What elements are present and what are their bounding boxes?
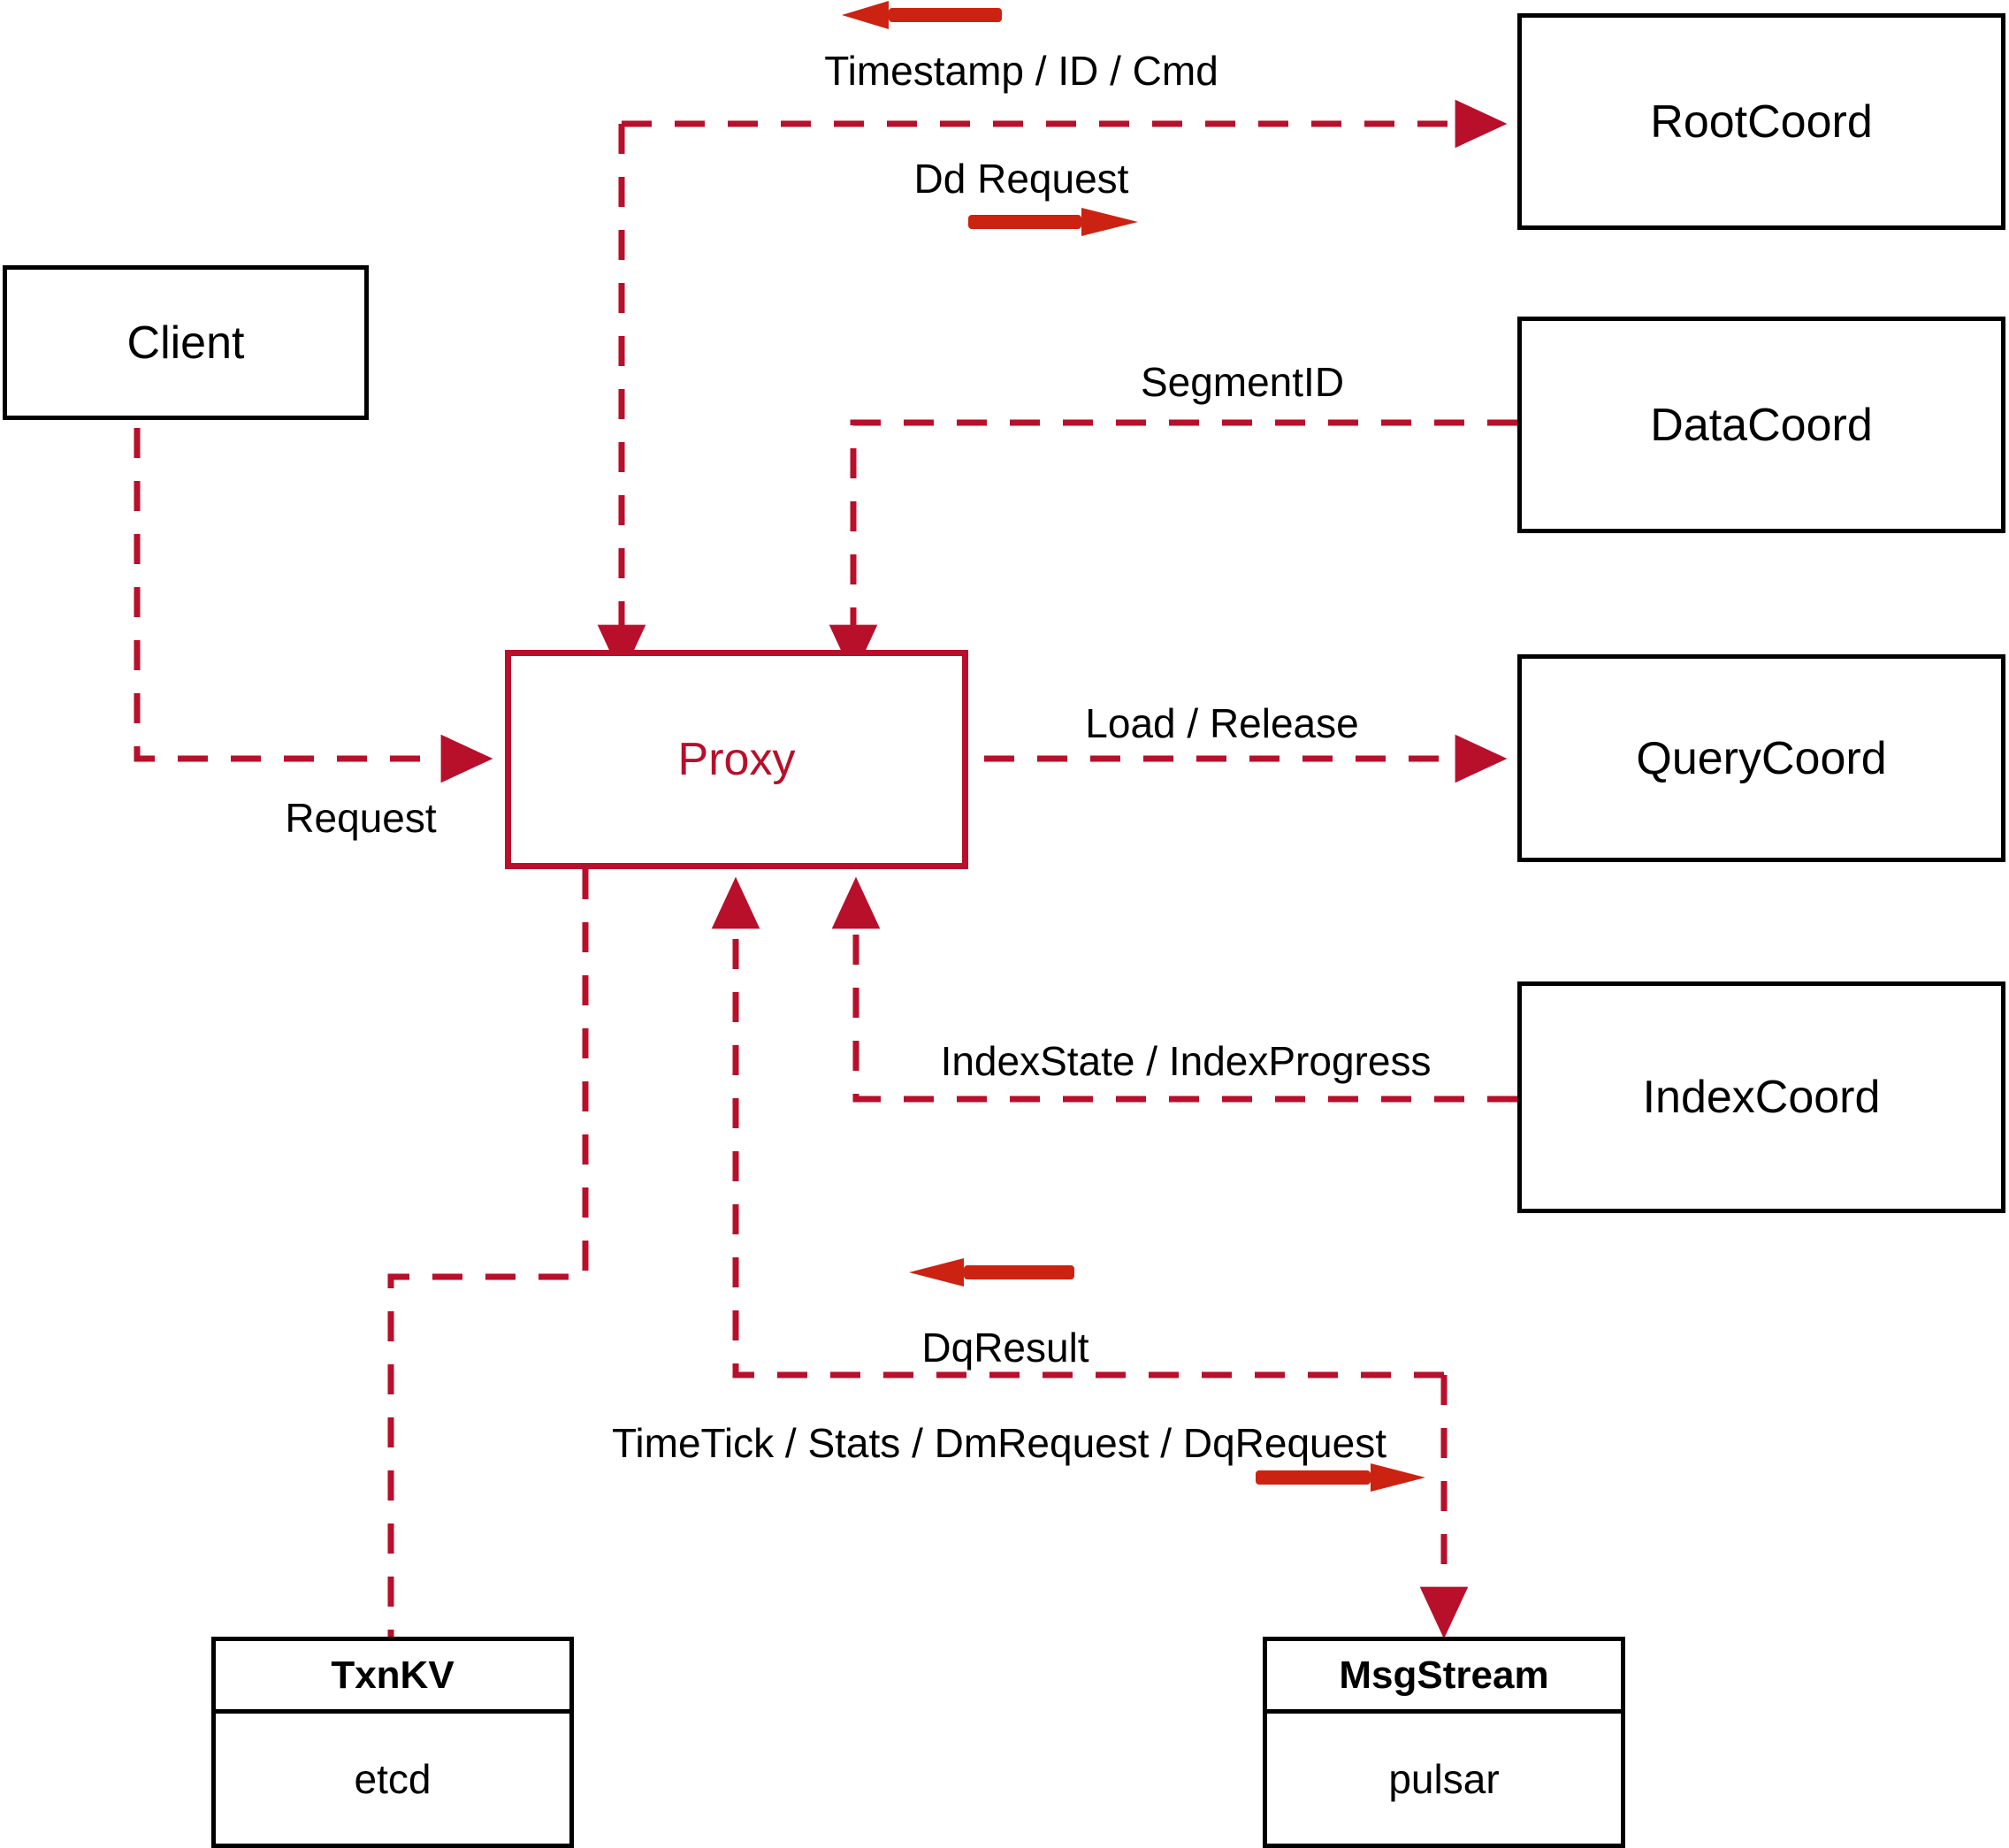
node-msgstream-title: MsgStream <box>1339 1653 1549 1697</box>
node-querycoord[interactable]: QueryCoord <box>1517 654 2005 862</box>
edge-label-dd-request: Dd Request <box>913 156 1129 202</box>
edge-msgstream-to-proxy <box>711 876 1444 1378</box>
edge-label-load-release: Load / Release <box>1085 700 1359 746</box>
direction-arrow-dd-request-right <box>968 208 1138 236</box>
node-datacoord[interactable]: DataCoord <box>1517 317 2005 533</box>
direction-arrow-dqresult-left <box>909 1258 1074 1287</box>
node-indexcoord-label: IndexCoord <box>1642 1072 1881 1123</box>
node-datacoord-label: DataCoord <box>1650 399 1873 451</box>
edge-label-request: Request <box>285 795 437 841</box>
node-querycoord-label: QueryCoord <box>1636 732 1887 784</box>
edge-label-segment-id: SegmentID <box>1140 359 1345 405</box>
edge-indexcoord-to-proxy <box>831 876 1517 1103</box>
node-rootcoord-label: RootCoord <box>1650 95 1873 148</box>
node-txnkv[interactable]: TxnKV etcd <box>211 1637 574 1848</box>
node-txnkv-impl: etcd <box>354 1755 432 1802</box>
direction-arrow-group <box>842 1 1425 1492</box>
node-txnkv-header: TxnKV <box>216 1641 569 1714</box>
edge-label-timestamp-id-cmd: Timestamp / ID / Cmd <box>824 48 1218 94</box>
node-client-label: Client <box>126 317 245 369</box>
edge-datacoord-to-proxy <box>829 419 1517 677</box>
node-txnkv-title: TxnKV <box>331 1653 455 1697</box>
node-indexcoord[interactable]: IndexCoord <box>1517 981 2005 1213</box>
node-txnkv-body: etcd <box>216 1714 569 1844</box>
node-msgstream[interactable]: MsgStream pulsar <box>1263 1637 1625 1848</box>
node-rootcoord[interactable]: RootCoord <box>1517 13 2005 230</box>
edge-client-to-proxy <box>134 375 493 783</box>
direction-arrow-timetick-right <box>1256 1463 1425 1492</box>
node-client[interactable]: Client <box>3 265 369 420</box>
edge-proxy-to-txnkv <box>387 869 589 1637</box>
direction-arrow-timestamp-left <box>842 1 1002 29</box>
node-proxy[interactable]: Proxy <box>505 650 968 869</box>
edge-label-timetick-stats: TimeTick / Stats / DmRequest / DqRequest <box>612 1420 1386 1466</box>
node-msgstream-body: pulsar <box>1267 1714 1621 1844</box>
node-msgstream-impl: pulsar <box>1388 1755 1500 1802</box>
edge-label-dq-result: DqResult <box>921 1325 1089 1371</box>
edge-label-index-state-progress: IndexState / IndexProgress <box>940 1038 1432 1084</box>
node-proxy-label: Proxy <box>677 734 796 785</box>
node-msgstream-header: MsgStream <box>1267 1641 1621 1714</box>
